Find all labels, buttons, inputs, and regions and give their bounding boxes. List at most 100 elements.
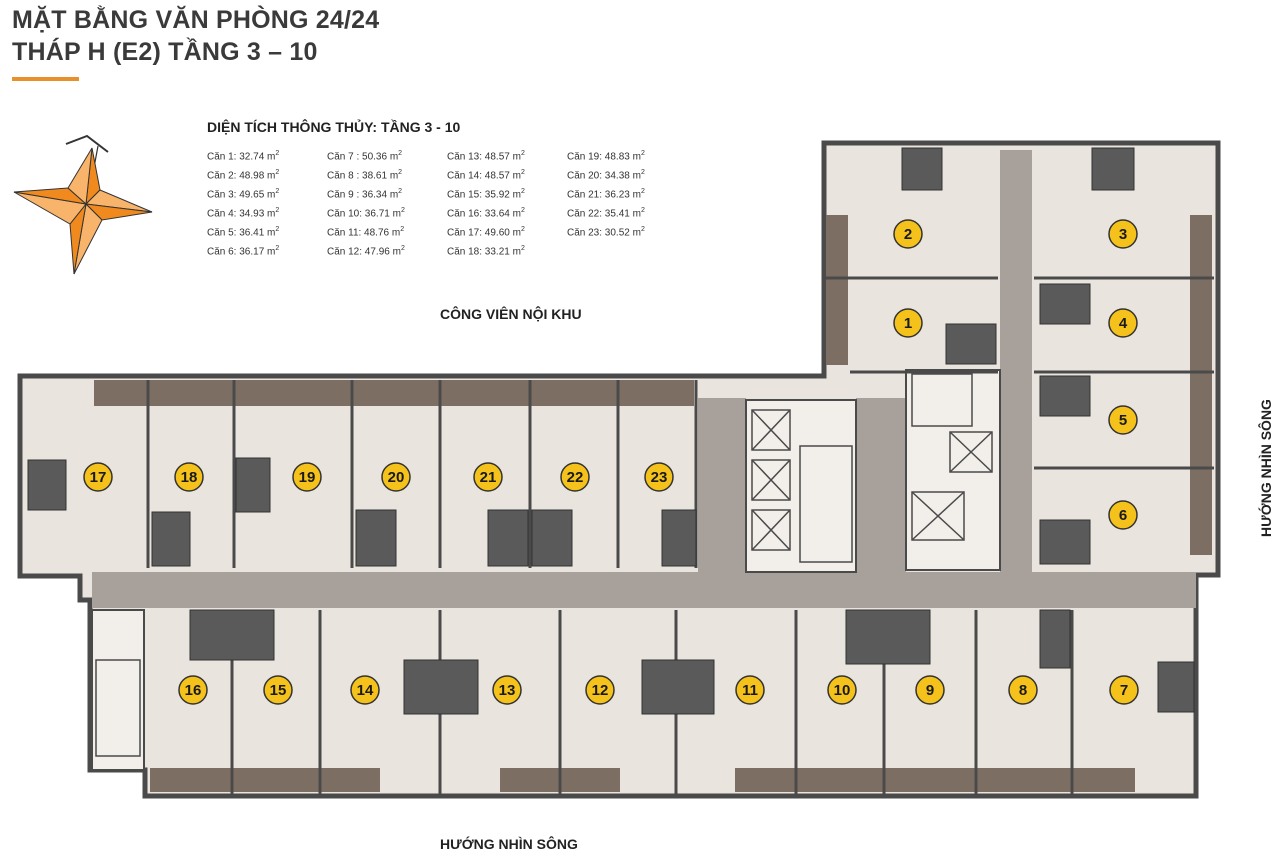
unit-marker-9: 9 (915, 675, 945, 705)
unit-marker-circle (263, 675, 293, 705)
corridor (92, 150, 1196, 608)
area-item: Căn 22: 35.41 m2 (567, 206, 645, 220)
unit-marker-4: 4 (1108, 308, 1138, 338)
area-column-1: Căn 1: 32.74 m2 Căn 2: 48.98 m2 Căn 3: 4… (207, 146, 279, 260)
unit-marker-circle (893, 219, 923, 249)
area-item: Căn 1: 32.74 m2 (207, 150, 280, 163)
unit-marker-21: 21 (473, 462, 503, 492)
area-table-heading: DIỆN TÍCH THÔNG THỦY: TẦNG 3 - 10 (207, 119, 461, 135)
unit-number: 14 (357, 682, 374, 699)
area-item: Căn 23: 30.52 m2 (567, 225, 645, 239)
unit-marker-1: 1 (893, 308, 923, 338)
area-item: Căn 4: 34.93 m2 (207, 206, 280, 220)
unit-marker-circle (585, 675, 615, 705)
unit-number: 10 (834, 682, 851, 699)
unit-marker-8: 8 (1008, 675, 1038, 705)
unit-number: 18 (181, 469, 198, 486)
area-item: Căn 19: 48.83 m2 (567, 150, 645, 163)
unit-marker-18: 18 (174, 462, 204, 492)
unit-number: 22 (567, 469, 584, 486)
unit-marker-16: 16 (178, 675, 208, 705)
unit-number: 19 (299, 469, 316, 486)
unit-marker-10: 10 (827, 675, 857, 705)
area-column-2: Căn 7 : 50.36 m2 Căn 8 : 38.61 m2 Căn 9 … (327, 146, 405, 260)
unit-number: 6 (1119, 507, 1127, 524)
unit-marker-circle (560, 462, 590, 492)
unit-marker-23: 23 (644, 462, 674, 492)
bathrooms (27, 147, 1195, 715)
area-item: Căn 8 : 38.61 m2 (327, 168, 403, 182)
unit-marker-circle (1108, 219, 1138, 249)
area-item: Căn 5: 36.41 m2 (207, 225, 280, 239)
area-column-4: Căn 19: 48.83 m2 Căn 20: 34.38 m2 Căn 21… (567, 146, 645, 241)
unit-marker-circle (83, 462, 113, 492)
unit-marker-circle (1108, 308, 1138, 338)
river-view-bottom-label: HƯỚNG NHÌN SÔNG (440, 836, 578, 852)
unit-marker-12: 12 (585, 675, 615, 705)
area-column-3: Căn 13: 48.57 m2 Căn 14: 48.57 m2 Căn 15… (447, 146, 525, 260)
unit-number: 4 (1119, 315, 1128, 332)
unit-marker-11: 11 (735, 675, 765, 705)
unit-marker-19: 19 (292, 462, 322, 492)
unit-marker-circle (292, 462, 322, 492)
area-item: Căn 14: 48.57 m2 (447, 168, 525, 182)
unit-marker-circle (1108, 405, 1138, 435)
unit-marker-circle (381, 462, 411, 492)
unit-marker-circle (1109, 675, 1139, 705)
area-item: Căn 10: 36.71 m2 (327, 206, 405, 220)
area-item: Căn 18: 33.21 m2 (447, 244, 525, 257)
title-accent-bar (12, 77, 79, 81)
unit-number: 2 (904, 226, 912, 243)
unit-marker-circle (1008, 675, 1038, 705)
unit-marker-circle (827, 675, 857, 705)
elevators (95, 373, 993, 757)
area-item: Căn 2: 48.98 m2 (207, 168, 280, 182)
unit-number: 15 (270, 682, 287, 699)
area-item: Căn 3: 49.65 m2 (207, 187, 280, 201)
unit-number: 16 (185, 682, 202, 699)
area-item: Căn 6: 36.17 m2 (207, 244, 280, 257)
unit-number: 1 (904, 315, 912, 332)
area-item: Căn 17: 49.60 m2 (447, 225, 525, 239)
unit-marker-5: 5 (1108, 405, 1138, 435)
unit-number: 11 (742, 682, 758, 699)
unit-number: 5 (1119, 412, 1127, 429)
area-item: Căn 12: 47.96 m2 (327, 244, 405, 257)
unit-marker-20: 20 (381, 462, 411, 492)
unit-marker-circle (644, 462, 674, 492)
compass-rose-icon (13, 134, 153, 275)
park-label: CÔNG VIÊN NỘI KHU (440, 306, 582, 322)
unit-marker-22: 22 (560, 462, 590, 492)
unit-marker-circle (492, 675, 522, 705)
unit-marker-3: 3 (1108, 219, 1138, 249)
unit-marker-circle (178, 675, 208, 705)
area-item: Căn 15: 35.92 m2 (447, 187, 525, 201)
unit-marker-circle (350, 675, 380, 705)
unit-number: 20 (388, 469, 405, 486)
unit-number: 23 (651, 469, 668, 486)
area-item: Căn 20: 34.38 m2 (567, 168, 645, 182)
page-title-line2: THÁP H (E2) TẦNG 3 – 10 (12, 38, 318, 66)
unit-number: 8 (1019, 682, 1027, 699)
unit-marker-17: 17 (83, 462, 113, 492)
area-item: Căn 7 : 50.36 m2 (327, 150, 403, 163)
area-item: Căn 21: 36.23 m2 (567, 187, 645, 201)
unit-marker-circle (174, 462, 204, 492)
area-item: Căn 16: 33.64 m2 (447, 206, 525, 220)
unit-marker-7: 7 (1109, 675, 1139, 705)
area-item: Căn 11: 48.76 m2 (327, 225, 405, 239)
unit-number: 13 (499, 682, 516, 699)
area-item: Căn 9 : 36.34 m2 (327, 187, 403, 201)
unit-number: 9 (926, 682, 934, 699)
page-title-line1: MẶT BẰNG VĂN PHÒNG 24/24 (12, 6, 380, 34)
balconies (94, 215, 1212, 792)
unit-marker-circle (473, 462, 503, 492)
unit-number: 17 (90, 469, 107, 486)
unit-number: 21 (480, 469, 497, 486)
unit-number: 7 (1120, 682, 1128, 699)
unit-marker-14: 14 (350, 675, 380, 705)
unit-number: 3 (1119, 226, 1127, 243)
unit-marker-circle (735, 675, 765, 705)
